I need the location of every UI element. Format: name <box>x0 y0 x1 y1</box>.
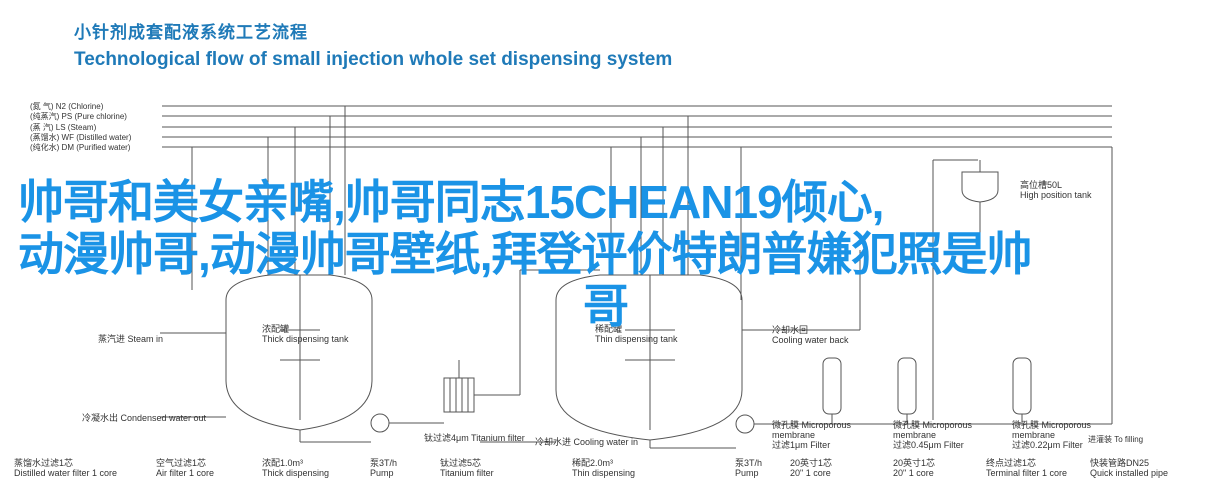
ti-filter-label: 钛过滤4μm Titanium filter <box>424 433 525 443</box>
legend-ps: (纯蒸汽) PS (Pure chlorine) <box>30 112 127 121</box>
legend-wf: (蒸馏水) WF (Distilled water) <box>30 133 132 142</box>
micro-filter-3 <box>1012 357 1032 415</box>
condensed-out-label: 冷凝水出 Condensed water out <box>82 413 207 423</box>
overlay-line-1: 帅哥和美女亲嘴,帅哥同志15CHEAN19倾心, <box>18 176 884 228</box>
diagram-titles: 小针剂成套配液系统工艺流程 Technological flow of smal… <box>74 18 672 71</box>
thin-tank <box>555 274 743 441</box>
thick-tank <box>225 274 373 431</box>
legend-n2: (氮 气) N2 (Chlorine) <box>30 102 104 111</box>
title-cn: 小针剂成套配液系统工艺流程 <box>74 23 308 42</box>
pump-2 <box>735 414 755 434</box>
legend-dm: (纯化水) DM (Purified water) <box>30 143 131 152</box>
micro-filter-1 <box>822 357 842 415</box>
overlay-line-2: 动漫帅哥,动漫帅哥壁纸,拜登评价特朗普嫌犯照是帅 <box>18 228 1033 280</box>
micro-filter-2 <box>897 357 917 415</box>
titanium-filter <box>443 377 475 413</box>
pump-1 <box>370 413 390 433</box>
legend-ls: (蒸 汽) LS (Steam) <box>30 123 97 132</box>
overlay-line-3: 哥 <box>583 280 629 332</box>
cooling-in-label: 冷却水进 Cooling water in <box>535 437 639 447</box>
steam-in-label: 蒸汽进 Steam in <box>98 334 164 344</box>
title-en: Technological flow of small injection wh… <box>74 49 673 70</box>
high-position-tank <box>961 171 999 203</box>
overlay-headline: 帅哥和美女亲嘴,帅哥同志15CHEAN19倾心, 动漫帅哥,动漫帅哥壁纸,拜登评… <box>18 176 1208 332</box>
to-filling-label: 进灌装 To filling <box>1088 435 1144 444</box>
